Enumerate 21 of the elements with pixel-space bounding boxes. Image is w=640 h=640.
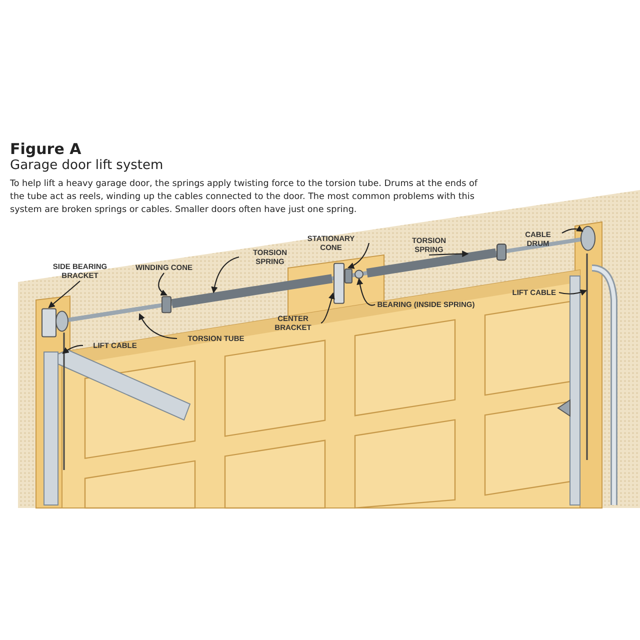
cable-drum bbox=[580, 226, 596, 251]
description-paragraph: To help lift a heavy garage door, the springs apply twisting force to the torsion tube. Drums at the ends of the tube act as reels, winding up the cables connected to the door. The most common problems with this system are broken springs or cables. Smaller doors often have just one spring. bbox=[10, 178, 479, 218]
torsion-spring bbox=[171, 274, 333, 308]
bearing bbox=[354, 270, 364, 279]
leader-line bbox=[428, 250, 469, 258]
winding-cone bbox=[162, 296, 172, 314]
torsion-spring bbox=[366, 248, 497, 278]
side-bearing-bracket bbox=[42, 308, 56, 338]
figure-subtitle: Garage door lift system bbox=[10, 158, 164, 173]
center-bracket bbox=[334, 262, 344, 304]
leader-line bbox=[211, 256, 240, 294]
leader-line bbox=[347, 242, 370, 269]
leader-line bbox=[62, 344, 83, 354]
leader-line bbox=[139, 313, 178, 340]
leader-line bbox=[562, 226, 584, 234]
leader-line bbox=[320, 292, 335, 324]
stationary-cone bbox=[344, 268, 352, 284]
leader-line bbox=[158, 272, 168, 296]
figure-title: Figure A bbox=[10, 140, 82, 158]
leader-line bbox=[48, 280, 80, 308]
torsion-tube bbox=[70, 304, 158, 322]
